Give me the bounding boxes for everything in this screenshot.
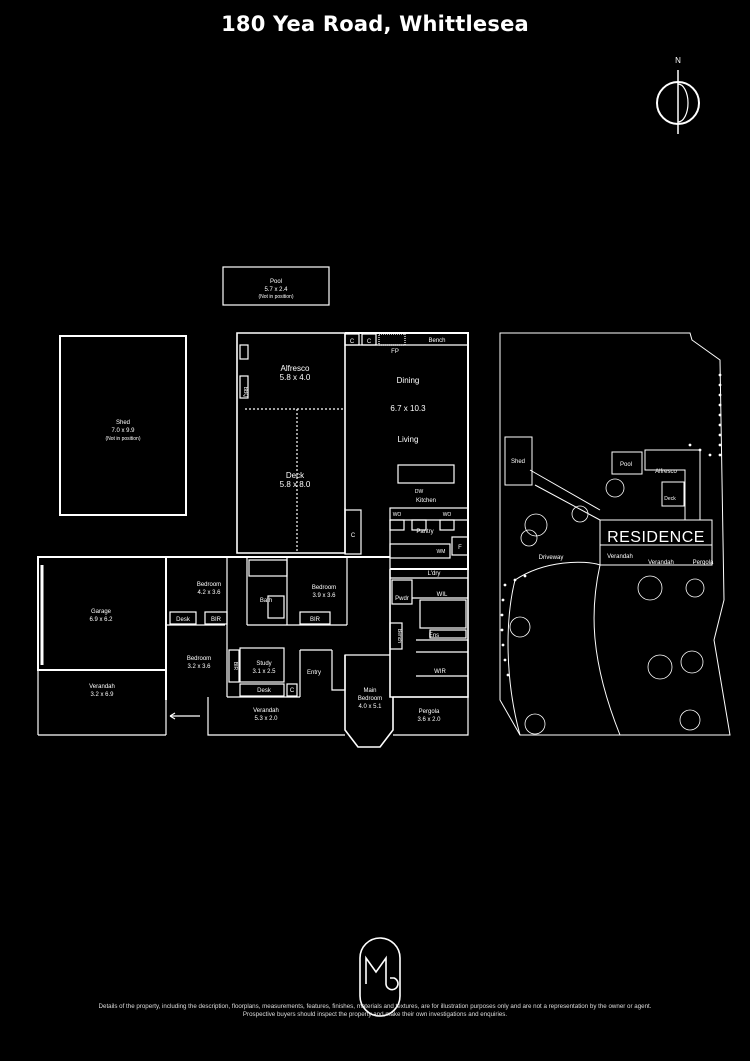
cupboard-1-label: C — [350, 339, 355, 345]
wall-oven-2-label: WO — [443, 512, 452, 518]
site-driveway-label: Driveway — [539, 555, 564, 561]
site-shed-label: Shed — [511, 459, 525, 465]
dining-dims: 6.7 x 10.3 — [390, 404, 426, 413]
pool-label: Pool — [270, 279, 282, 285]
side-verandah-dims: 3.2 x 6.9 — [90, 692, 114, 698]
entry-label: Entry — [307, 670, 321, 676]
shed-note: (Not in position) — [105, 436, 140, 442]
garage-outline — [37, 556, 167, 671]
ensuite-label: Ens — [429, 633, 439, 639]
front-verandah-label: Verandah — [253, 708, 279, 714]
side-verandah-label: Verandah — [89, 684, 115, 690]
pantry-label: Pantry — [416, 529, 433, 535]
deck-label: Deck — [286, 471, 305, 480]
garage-dims: 6.9 x 6.2 — [89, 617, 113, 623]
alfresco-label: Alfresco — [281, 364, 310, 373]
bedroom-3-dims: 3.9 x 3.6 — [312, 593, 336, 599]
cupboard-2-label: C — [367, 339, 372, 345]
desk-1-label: Desk — [176, 617, 191, 623]
wir-label: WIR — [434, 669, 446, 675]
living-outline — [345, 332, 469, 570]
page-title: 180 Yea Road, Whittlesea — [221, 12, 529, 36]
site-verandah-2-label: Verandah — [648, 560, 674, 566]
north-arrow-icon: N — [656, 56, 700, 134]
study-label: Study — [256, 661, 271, 667]
cupboard-3-label: C — [351, 533, 356, 539]
shed-outline — [59, 335, 187, 516]
alfresco-dims: 5.8 x 4.0 — [280, 373, 311, 382]
fireplace-label: FP — [391, 349, 399, 355]
cupboard-4-label: C — [290, 688, 295, 694]
dishwasher-label: DW — [415, 489, 424, 495]
shed-dims: 7.0 x 9.9 — [111, 428, 135, 434]
dining-label: Dining — [397, 376, 420, 385]
pergola-outline — [393, 696, 469, 736]
mg-monogram-logo — [359, 937, 401, 1017]
pergola-dims: 3.6 x 2.0 — [417, 717, 441, 723]
main-bedroom-outline — [344, 655, 394, 748]
site-trees — [509, 478, 705, 735]
north-label: N — [675, 56, 681, 65]
bir-3-label: BIR — [232, 662, 238, 671]
study-dims: 3.1 x 2.5 — [252, 669, 276, 675]
site-boundary — [499, 332, 731, 736]
disclaimer: Details of the property, including the d… — [20, 1003, 730, 1019]
pool-note: (Not in position) — [258, 294, 293, 300]
bbq-label: BBQ — [242, 387, 248, 398]
front-verandah-dims: 5.3 x 2.0 — [254, 716, 278, 722]
bedroom-4-label: Bedroom — [187, 656, 211, 662]
pool-dims: 5.7 x 2.4 — [264, 287, 288, 293]
site-pergola-label: Pergola — [693, 560, 714, 566]
site-residence-label: RESIDENCE — [607, 529, 705, 546]
site-hedge-dots — [500, 373, 722, 677]
powder-room-label: Pwdr — [395, 596, 409, 602]
desk-2-label: Desk — [257, 688, 272, 694]
main-bedroom-label: Main — [363, 688, 376, 694]
bedroom-3-label: Bedroom — [312, 585, 336, 591]
deck-dims: 5.8 x 8.0 — [280, 480, 311, 489]
site-deck-label: Deck — [664, 496, 676, 502]
site-verandah-1-label: Verandah — [607, 554, 633, 560]
main-bedroom-dims: 4.0 x 5.1 — [358, 704, 382, 710]
ensuite-bench-label: Bench — [396, 629, 402, 643]
site-alfresco-label: Alfresco — [655, 469, 677, 475]
bath-label: Bath — [260, 598, 272, 604]
site-plan — [499, 332, 731, 736]
washing-machine-label: WM — [437, 549, 446, 555]
disclaimer-line-1: Details of the property, including the d… — [98, 1003, 652, 1010]
pergola-label: Pergola — [419, 709, 440, 715]
wil-label: WIL — [437, 592, 448, 598]
living-label: Living — [398, 435, 419, 444]
garage-label: Garage — [91, 609, 112, 615]
site-pool-label: Pool — [620, 462, 632, 468]
bedroom-2-label: Bedroom — [197, 582, 221, 588]
main-bedroom-label-2: Bedroom — [358, 696, 382, 702]
front-verandah-outline — [207, 697, 345, 736]
shed-label: Shed — [116, 420, 130, 426]
bench-label: Bench — [428, 338, 445, 344]
fridge-label: F — [458, 545, 462, 551]
laundry-label: L'dry — [428, 571, 441, 577]
bir-1-label: BIR — [211, 617, 222, 623]
bir-2-label: BIR — [310, 617, 321, 623]
bedroom-4-dims: 3.2 x 3.6 — [187, 664, 211, 670]
disclaimer-line-2: Prospective buyers should inspect the pr… — [242, 1011, 508, 1018]
wall-oven-1-label: WO — [393, 512, 402, 518]
kitchen-label: Kitchen — [416, 498, 436, 504]
pool-outline — [222, 266, 330, 306]
bedroom-2-dims: 4.2 x 3.6 — [197, 590, 221, 596]
